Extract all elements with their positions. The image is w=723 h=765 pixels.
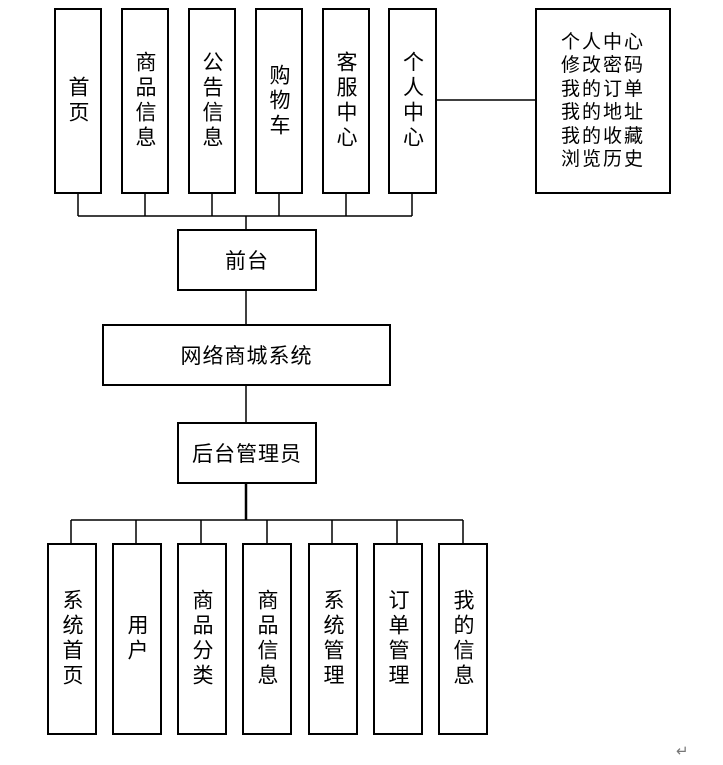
front-module-label: 首页	[66, 76, 90, 126]
admin-module-label: 系统管理	[321, 589, 345, 689]
admin-label: 后台管理员	[192, 442, 302, 466]
front-module-product-info: 商品信息	[121, 8, 169, 194]
admin-module-label: 订单管理	[386, 589, 410, 689]
admin-module-label: 系统首页	[60, 589, 84, 689]
admin-module-my-info: 我的信息	[438, 543, 488, 735]
admin-module-label: 用户	[125, 614, 149, 664]
front-module-label: 商品信息	[133, 51, 157, 151]
front-module-personal-center: 个人中心	[388, 8, 437, 194]
admin-module-product-info: 商品信息	[242, 543, 292, 735]
admin-module-system-management: 系统管理	[308, 543, 358, 735]
admin-module-users: 用户	[112, 543, 162, 735]
admin-module-label: 商品分类	[190, 589, 214, 689]
front-module-label: 购物车	[267, 63, 291, 139]
admin-module-product-category: 商品分类	[177, 543, 227, 735]
front-module-home: 首页	[54, 8, 102, 194]
front-module-label: 个人中心	[400, 51, 425, 151]
front-module-announcements: 公告信息	[188, 8, 236, 194]
front-module-label: 客服中心	[334, 51, 358, 151]
submenu-item: 浏览历史	[560, 148, 645, 170]
front-module-customer-service: 客服中心	[322, 8, 370, 194]
front-end-node: 前台	[177, 229, 317, 291]
front-end-label: 前台	[225, 249, 269, 273]
personal-center-submenu: 个人中心 修改密码 我的订单 我的地址 我的收藏 浏览历史	[535, 8, 671, 194]
submenu-item: 修改密码	[560, 54, 645, 76]
paragraph-mark: ↵	[676, 742, 689, 760]
admin-module-label: 商品信息	[255, 589, 279, 689]
submenu-item: 我的订单	[560, 77, 645, 100]
admin-module-system-home: 系统首页	[47, 543, 97, 735]
front-module-label: 公告信息	[200, 51, 224, 151]
system-node: 网络商城系统	[102, 324, 391, 386]
submenu-item: 个人中心	[560, 30, 645, 53]
admin-module-order-management: 订单管理	[373, 543, 423, 735]
system-label: 网络商城系统	[180, 344, 313, 368]
submenu-item: 我的地址	[560, 101, 645, 123]
submenu-item: 我的收藏	[560, 124, 645, 147]
admin-node: 后台管理员	[177, 422, 317, 484]
front-module-cart: 购物车	[255, 8, 303, 194]
admin-module-label: 我的信息	[451, 589, 475, 689]
